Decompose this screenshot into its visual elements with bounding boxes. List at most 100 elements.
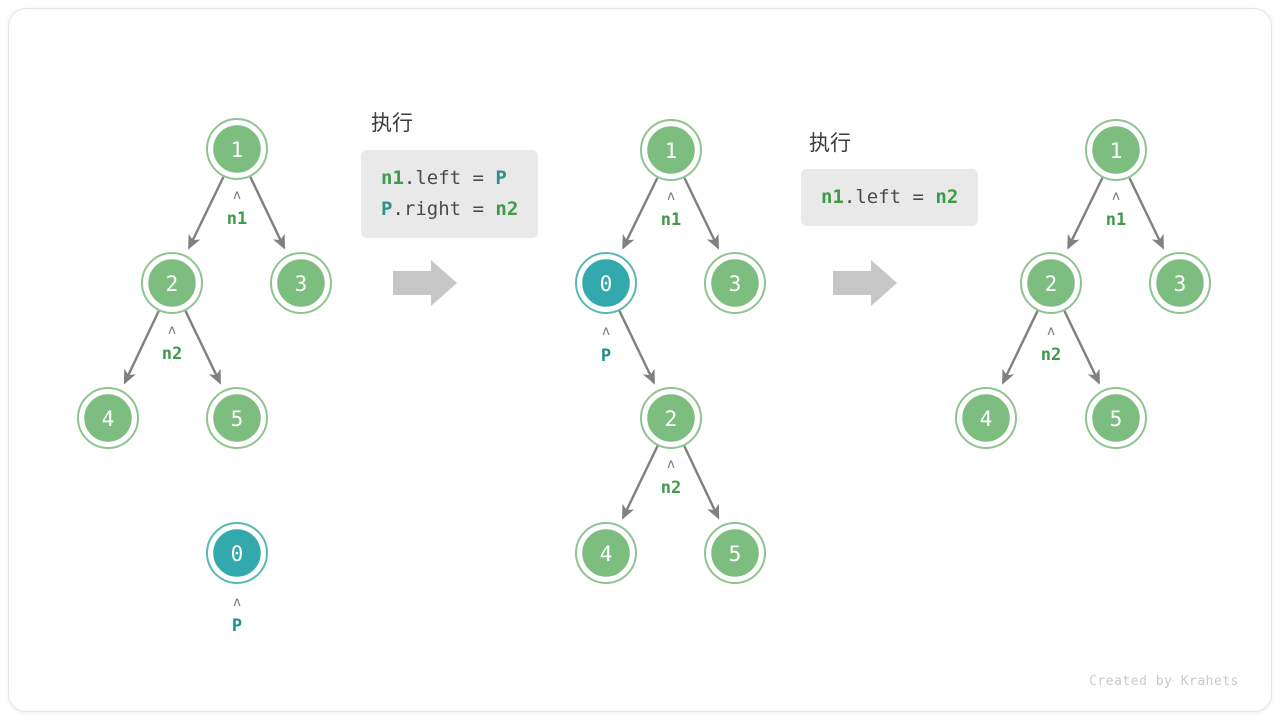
pointer-caret-icon: ʌ bbox=[1112, 189, 1120, 204]
node-body-green bbox=[1153, 256, 1207, 310]
node-body-green bbox=[81, 391, 135, 445]
node-body-teal bbox=[210, 526, 264, 580]
exec-label-step2: 执行 bbox=[371, 111, 413, 135]
tree-node: 1 bbox=[640, 119, 702, 181]
tree-node: 0 bbox=[575, 252, 637, 314]
code-block-step3: n1.left = n2 bbox=[801, 169, 979, 226]
tree-node: 2 bbox=[1020, 252, 1082, 314]
code-token: P bbox=[495, 167, 507, 189]
tree-edge bbox=[123, 310, 160, 385]
tree-node: 0 bbox=[206, 522, 268, 584]
tree-node: 5 bbox=[704, 522, 766, 584]
code-line: n1.left = P bbox=[381, 163, 518, 194]
node-value: 4 bbox=[980, 407, 993, 431]
tree-node: 5 bbox=[206, 387, 268, 449]
node-value: 0 bbox=[600, 272, 613, 296]
pointer-caret-icon: ʌ bbox=[667, 457, 675, 472]
exec-label-step3: 执行 bbox=[809, 131, 851, 155]
node-value: 3 bbox=[1174, 272, 1187, 296]
node-value: 2 bbox=[166, 272, 179, 296]
tree-node: 3 bbox=[270, 252, 332, 314]
tree-node: 3 bbox=[704, 252, 766, 314]
node-value: 2 bbox=[1045, 272, 1058, 296]
node-body-green bbox=[1089, 123, 1143, 177]
code-line: n1.left = n2 bbox=[821, 182, 958, 213]
tree-node: 5 bbox=[1085, 387, 1147, 449]
code-token: n1 bbox=[381, 167, 404, 189]
node-body-green bbox=[1089, 391, 1143, 445]
pointer-label-n1: n1 bbox=[1106, 210, 1126, 230]
node-value: 2 bbox=[665, 407, 678, 431]
code-token: .left = bbox=[403, 167, 496, 189]
pointer-caret-icon: ʌ bbox=[1047, 324, 1055, 339]
tree-edge bbox=[249, 176, 286, 250]
tree-node: 2 bbox=[141, 252, 203, 314]
tree-node: 4 bbox=[575, 522, 637, 584]
tree-node: 3 bbox=[1149, 252, 1211, 314]
node-body-green bbox=[708, 526, 762, 580]
tree-edge bbox=[683, 445, 720, 520]
block-arrows-layer bbox=[393, 260, 897, 306]
pointer-caret-icon: ʌ bbox=[602, 324, 610, 339]
node-body-green bbox=[145, 256, 199, 310]
tree-node: 2 bbox=[640, 387, 702, 449]
node-body-teal bbox=[579, 256, 633, 310]
node-body-green bbox=[579, 526, 633, 580]
node-value: 0 bbox=[231, 542, 244, 566]
tree-edge bbox=[1001, 310, 1039, 385]
node-value: 5 bbox=[729, 542, 742, 566]
step-transition-arrow-icon bbox=[393, 260, 457, 306]
node-body-green bbox=[210, 122, 264, 176]
tree-node: 4 bbox=[955, 387, 1017, 449]
code-token: n2 bbox=[935, 186, 959, 208]
step-transition-arrow-icon bbox=[833, 260, 897, 306]
code-token: .left = bbox=[843, 186, 936, 208]
node-body-green bbox=[210, 391, 264, 445]
node-value: 3 bbox=[295, 272, 308, 296]
code-token: n2 bbox=[495, 198, 519, 220]
node-body-green bbox=[708, 256, 762, 310]
tree-edge bbox=[184, 310, 222, 385]
tree-edge bbox=[618, 310, 656, 385]
pointer-caret-icon: ʌ bbox=[168, 323, 176, 338]
pointer-label-n1: n1 bbox=[227, 209, 247, 229]
pointer-label-n2: n2 bbox=[661, 478, 681, 498]
tree-edge bbox=[187, 176, 225, 250]
watermark-credit: Created by Krahets bbox=[1089, 674, 1239, 689]
node-value: 3 bbox=[729, 272, 742, 296]
code-line: P.right = n2 bbox=[381, 194, 518, 225]
pointer-caret-icon: ʌ bbox=[233, 188, 241, 203]
node-value: 1 bbox=[665, 139, 678, 163]
node-body-green bbox=[1024, 256, 1078, 310]
pointer-label-P: P bbox=[232, 616, 242, 636]
pointer-label-n2: n2 bbox=[1041, 345, 1061, 365]
code-token: P bbox=[381, 198, 393, 220]
pointer-caret-icon: ʌ bbox=[233, 595, 241, 610]
node-value: 4 bbox=[600, 542, 613, 566]
node-body-green bbox=[644, 123, 698, 177]
node-value: 5 bbox=[1110, 407, 1123, 431]
tree-edge bbox=[622, 177, 659, 250]
node-value: 1 bbox=[231, 138, 244, 162]
node-body-green bbox=[959, 391, 1013, 445]
code-token: n1 bbox=[821, 186, 844, 208]
pointer-label-n1: n1 bbox=[661, 210, 681, 230]
node-value: 1 bbox=[1110, 139, 1123, 163]
node-body-green bbox=[274, 256, 328, 310]
pointer-caret-icon: ʌ bbox=[667, 189, 675, 204]
tree-node: 1 bbox=[1085, 119, 1147, 181]
code-token: .right = bbox=[392, 198, 496, 220]
pointer-label-n2: n2 bbox=[162, 344, 182, 364]
tree-edge bbox=[683, 177, 720, 250]
edges-layer bbox=[123, 176, 1165, 520]
tree-edge bbox=[1067, 177, 1104, 250]
tree-edge bbox=[621, 445, 659, 520]
node-body-green bbox=[644, 391, 698, 445]
tree-edge bbox=[1063, 310, 1101, 385]
tree-node: 1 bbox=[206, 118, 268, 180]
